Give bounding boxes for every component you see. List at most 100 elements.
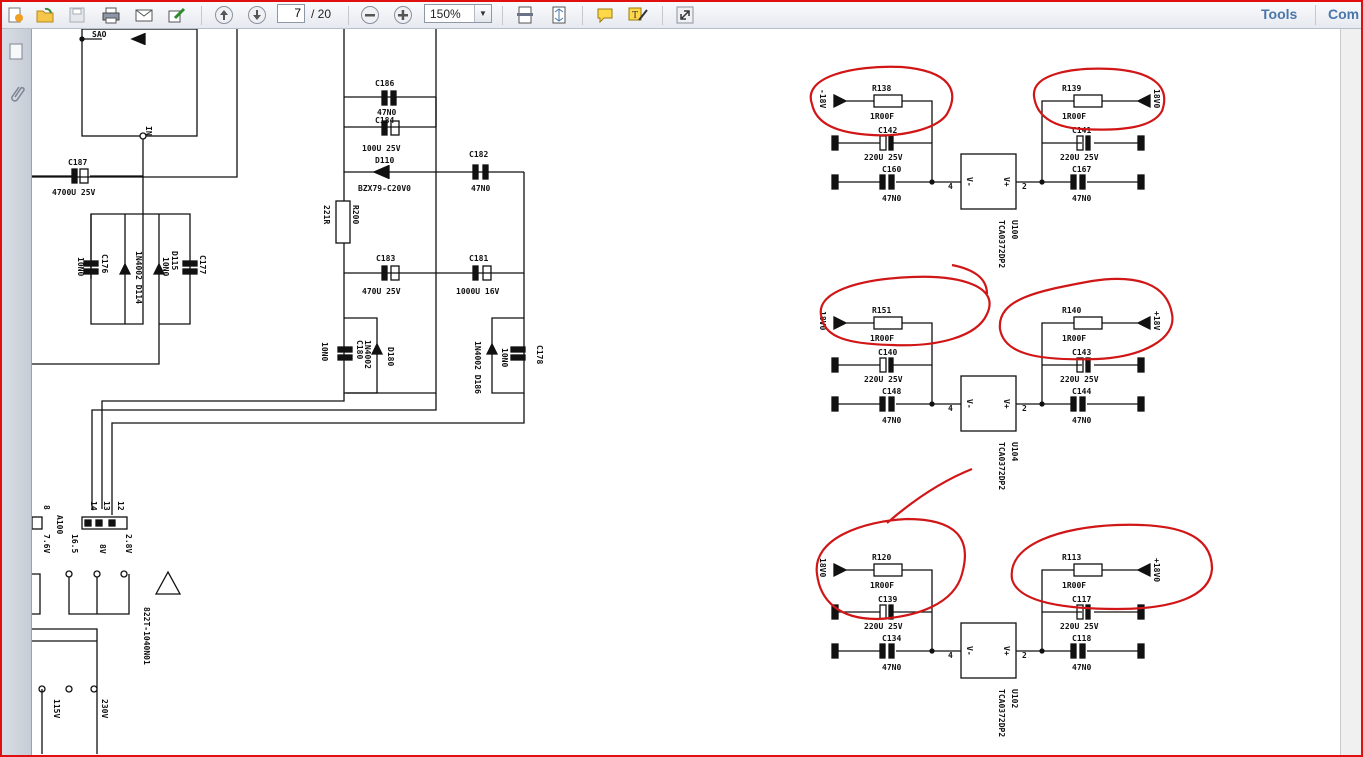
label-c180-value: 10N0 [320,342,329,361]
u102-resistor-right-value: 1R00F [1062,581,1086,590]
annotation-circle [1032,67,1166,131]
label-d186: 1N4002 D186 [473,341,482,394]
u102-pin-2: 2 [1022,651,1027,660]
u104-resistor-left: R151 [872,306,891,315]
u100-resistor-left: R138 [872,84,891,93]
toolbar-divider [662,6,663,25]
zoom-select[interactable]: 150% ▼ [424,4,492,23]
previous-page-icon[interactable] [213,5,235,25]
print-icon[interactable] [100,5,122,25]
conn-pin-12: 12 [116,501,125,511]
u102-ic-part: TCA0372DP2 [997,689,1006,737]
u102-cap-bottom-left-value: 47N0 [882,663,901,672]
label-c183: C183 [376,254,395,263]
u104-cap-bottom-right-value: 47N0 [1072,416,1091,425]
u104-resistor-right-value: 1R00F [1062,334,1086,343]
label-r200: R200 [351,205,360,224]
u104-cap-bottom-left: C148 [882,387,901,396]
toolbar-divider [348,6,349,25]
u100-cap-bottom-left: C160 [882,165,901,174]
u100-pin-2: 2 [1022,182,1027,191]
label-c184: C184 [375,116,394,125]
u100-ic-name: U100 [1010,220,1019,239]
u102-cap-bottom-left: C134 [882,634,901,643]
u104-cap-left: C140 [878,348,897,357]
label-d180-part: 1N4002 [363,340,372,369]
next-page-icon[interactable] [246,5,268,25]
conn-pin-8: 8 [42,505,51,510]
annotation-circle [1010,523,1214,611]
attachments-icon[interactable] [7,83,25,110]
expand-icon[interactable] [674,5,696,25]
u104-cap-left-value: 220U 25V [864,375,903,384]
edit-sign-icon[interactable] [166,5,188,25]
page-number-input[interactable]: 7 [277,4,305,23]
tools-button[interactable]: Tools [1261,6,1298,22]
chevron-down-icon[interactable]: ▼ [474,5,491,22]
toolbar-divider [1315,5,1316,25]
u100-pin-4: 4 [948,182,953,191]
highlight-text-icon[interactable]: T [627,5,649,25]
label-conn: A100 [55,515,64,534]
u100-pin-v-minus: V- [965,177,974,187]
u100-cap-right-value: 220U 25V [1060,153,1099,162]
page-thumbnails-icon[interactable] [8,43,24,66]
label-d110: D110 [375,156,394,165]
u100-resistor-right-value: 1R00F [1062,112,1086,121]
u104-cap-right-value: 220U 25V [1060,375,1099,384]
u100-ic-part: TCA0372DP2 [997,220,1006,268]
fit-width-icon[interactable] [514,5,536,25]
u102-cap-bottom-right-value: 47N0 [1072,663,1091,672]
conn-volt-4: 2.8V [124,534,133,553]
u104-pin-v-minus: V- [965,399,974,409]
conn-pin-14: 14 [89,501,98,511]
u102-output-voltage: +18V0 [1152,558,1161,582]
label-c184-value: 100U 25V [362,144,401,153]
warning-code: 822T-1040N01 [142,607,151,665]
u102-pin-v-plus: V+ [1002,646,1011,656]
svg-text:T: T [632,10,638,21]
label-d180: D180 [386,347,395,366]
u102-cap-left: C139 [878,595,897,604]
u102-pin-4: 4 [948,651,953,660]
label-115v: 115V [52,699,61,718]
u102-cap-bottom-right: C118 [1072,634,1091,643]
label-c181: C181 [469,254,488,263]
page-total-label: / 20 [311,7,332,21]
comment-button[interactable]: Com [1328,6,1360,22]
u104-pin-v-plus: V+ [1002,399,1011,409]
email-icon[interactable] [133,5,155,25]
fit-page-icon[interactable] [548,5,570,25]
label-c178-value: 10N0 [500,348,509,367]
comment-bubble-icon[interactable] [594,5,616,25]
toolbar-divider [201,6,202,25]
open-folder-icon[interactable] [34,5,56,25]
u102-cap-left-value: 220U 25V [864,622,903,631]
u102-resistor-left-value: 1R00F [870,581,894,590]
vertical-scrollbar[interactable] [1340,29,1361,755]
label-c176-value: 10N0 [76,257,85,276]
u100-pin-v-plus: V+ [1002,177,1011,187]
u104-ic-part: TCA0372DP2 [997,442,1006,490]
label-c177-value: 10N0 [161,257,170,276]
conn-volt-3: 8V [98,544,107,554]
label-c187-value: 4700U 25V [52,188,96,197]
u100-cap-left: C142 [878,126,897,135]
zoom-out-icon[interactable] [359,5,381,25]
navigation-sidebar [2,29,32,755]
save-icon[interactable] [66,5,88,25]
u104-pin-4: 4 [948,404,953,413]
u104-output-voltage: +18V [1152,311,1161,330]
label-c186-value: 47N0 [377,108,396,117]
create-pdf-icon[interactable] [4,5,26,25]
u100-cap-bottom-right-value: 47N0 [1072,194,1091,203]
label-d114: 1N4002 D114 [134,251,143,304]
u102-resistor-left: R120 [872,553,891,562]
zoom-in-icon[interactable] [392,5,414,25]
u104-resistor-right: R140 [1062,306,1081,315]
zoom-value: 150% [430,7,461,21]
label-c186: C186 [375,79,394,88]
